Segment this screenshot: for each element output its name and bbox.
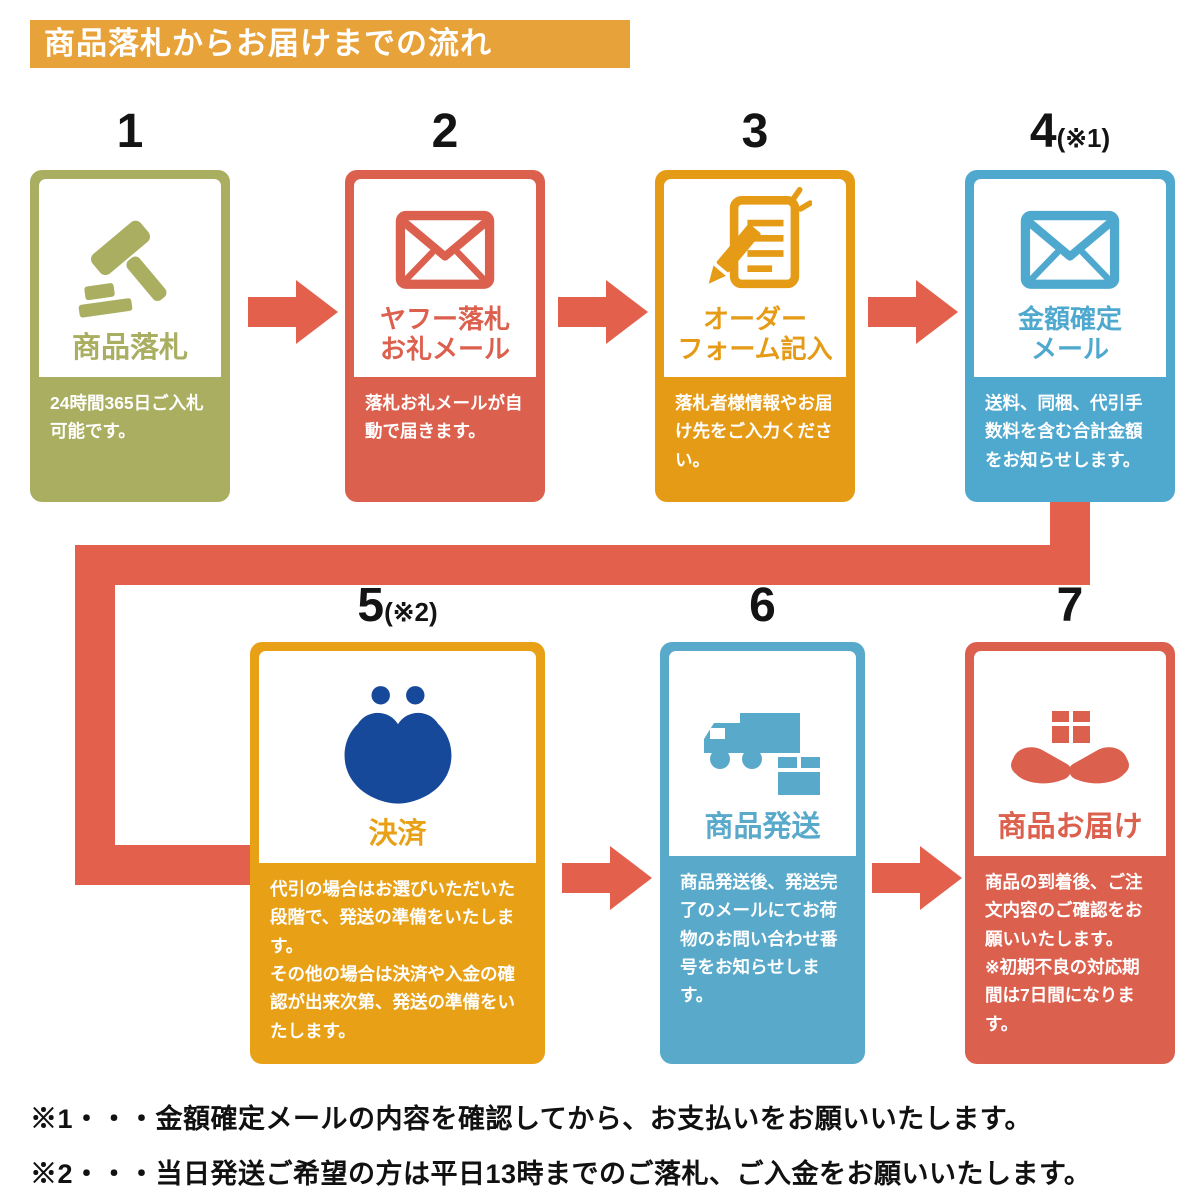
step-number-1: 1 — [116, 105, 144, 158]
step-label: 商品お届け — [997, 810, 1143, 843]
arrow-right-icon — [248, 280, 338, 344]
step-description: 送料、同梱、代引手数料を含む合計金額をお知らせします。 — [985, 393, 1143, 470]
step-card-bid: 商品落札 24時間365日ご入札可能です。 — [30, 170, 230, 502]
step-label: オーダー フォーム記入 — [677, 304, 833, 365]
connector-down-left — [75, 545, 115, 885]
card-icon-area: ヤフー落札 お礼メール — [354, 179, 536, 377]
step-description: 落札者様情報やお届け先をご入力ください。 — [675, 393, 833, 470]
step-number-5: 5(※2) — [357, 579, 438, 632]
gavel-icon — [71, 210, 189, 328]
step-label: 商品発送 — [704, 810, 821, 843]
coin-purse-icon — [328, 678, 468, 814]
step-card-order-form: オーダー フォーム記入 落札者様情報やお届け先をご入力ください。 — [655, 170, 855, 502]
card-icon-area: 商品お届け — [974, 651, 1166, 856]
step-number-2: 2 — [431, 105, 459, 158]
step-number-4: 4(※1) — [1029, 105, 1111, 158]
card-icon-area: オーダー フォーム記入 — [664, 179, 846, 377]
step-description: 代引の場合はお選びいただいた段階で、発送の準備をいたします。 その他の場合は決済… — [270, 878, 515, 1041]
arrow-right-icon — [562, 846, 652, 910]
step-description: 24時間365日ご入札可能です。 — [50, 393, 204, 442]
mail-icon — [389, 197, 501, 301]
page-title: 商品落札からお届けまでの流れ — [30, 20, 630, 68]
arrow-right-icon — [872, 846, 962, 910]
card-icon-area: 金額確定 メール — [974, 179, 1166, 377]
step-card-shipping: 商品発送 商品発送後、発送完了のメールにてお荷物のお問い合わせ番号をお知らせしま… — [660, 642, 865, 1064]
step-number-6: 6 — [749, 579, 776, 632]
step-card-delivery: 商品お届け 商品の到着後、ご注文内容のご確認をお願いいたします。 ※初期不良の対… — [965, 642, 1175, 1064]
step-description: 落札お礼メールが自動で届きます。 — [365, 393, 523, 442]
step-number-3: 3 — [741, 105, 769, 158]
connector-horizontal-top — [75, 545, 1090, 585]
order-form-pencil-icon — [698, 187, 812, 301]
step-description: 商品の到着後、ご注文内容のご確認をお願いいたします。 ※初期不良の対応期間は7日… — [985, 872, 1143, 1034]
hands-holding-package-icon — [1005, 697, 1135, 807]
step-label: ヤフー落札 お礼メール — [379, 304, 510, 365]
arrow-right-icon — [558, 280, 648, 344]
connector-horizontal-bottom — [75, 845, 260, 885]
step-label: 金額確定 メール — [1017, 304, 1122, 365]
mail-icon — [1014, 197, 1126, 301]
step-card-payment: 決済 代引の場合はお選びいただいた段階で、発送の準備をいたします。 その他の場合… — [250, 642, 545, 1064]
footnote-2: ※2・・・当日発送ご希望の方は平日13時までのご落札、ご入金をお願いいたします。 — [30, 1159, 1092, 1189]
step-card-thanks-mail: ヤフー落札 お礼メール 落札お礼メールが自動で届きます。 — [345, 170, 545, 502]
card-icon-area: 決済 — [259, 651, 536, 863]
arrow-right-icon — [868, 280, 958, 344]
step-label: 決済 — [368, 817, 427, 850]
step-description: 商品発送後、発送完了のメールにてお荷物のお問い合わせ番号をお知らせします。 — [680, 872, 838, 1006]
card-icon-area: 商品落札 — [39, 179, 221, 377]
step-label: 商品落札 — [71, 331, 188, 364]
truck-box-icon — [698, 695, 828, 807]
card-icon-area: 商品発送 — [669, 651, 856, 856]
step-number-7: 7 — [1056, 579, 1084, 632]
footnote-1: ※1・・・金額確定メールの内容を確認してから、お支払いをお願いいたします。 — [30, 1104, 1033, 1134]
step-card-price-mail: 金額確定 メール 送料、同梱、代引手数料を含む合計金額をお知らせします。 — [965, 170, 1175, 502]
